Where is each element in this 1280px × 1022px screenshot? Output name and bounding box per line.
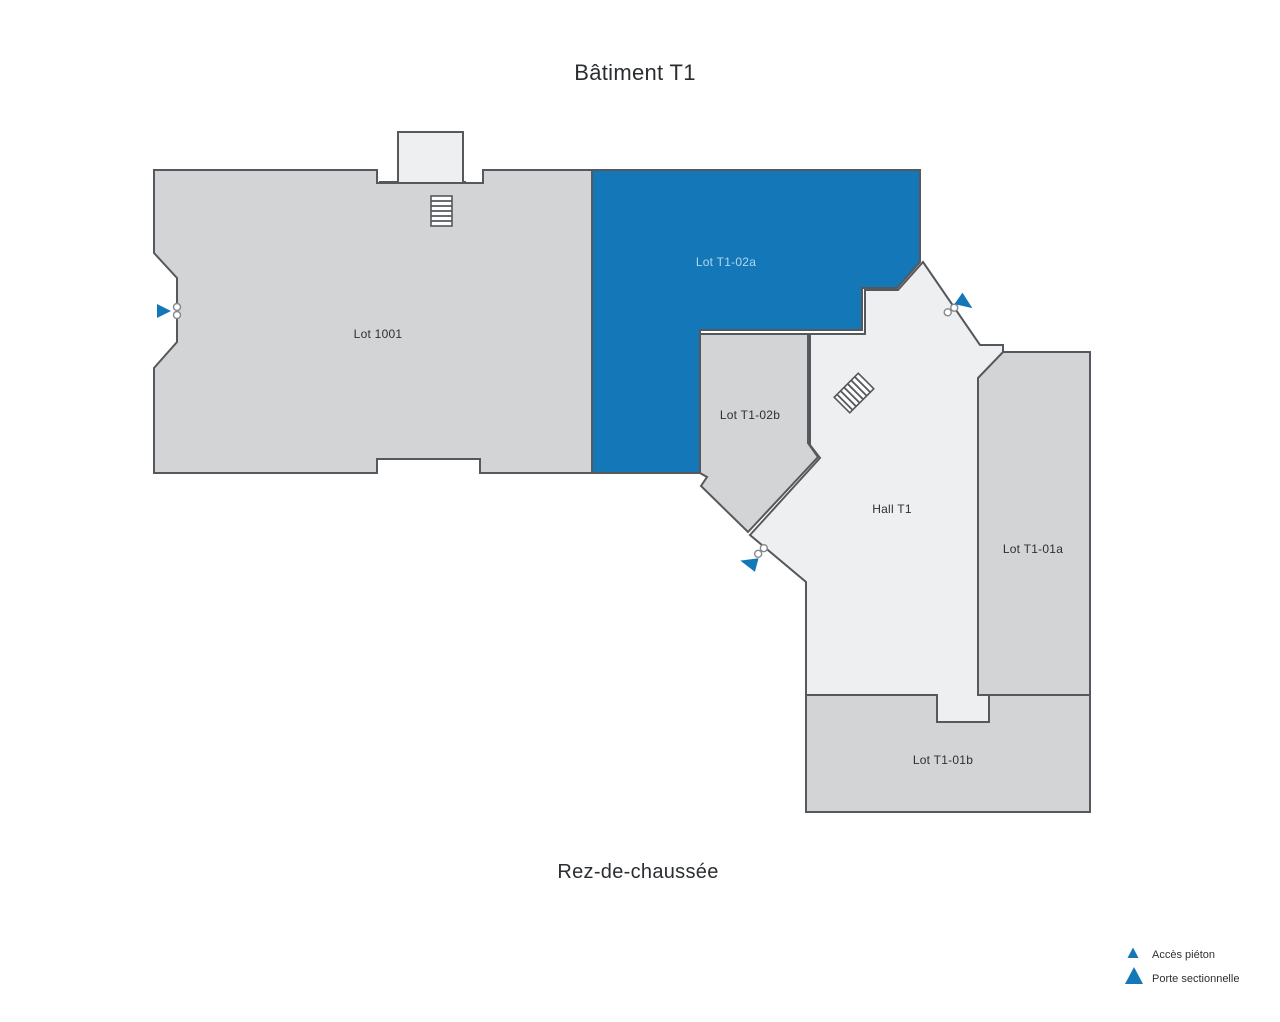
door-icon-top-right bbox=[943, 303, 959, 317]
lot-t1-02b-label: Lot T1-02b bbox=[720, 408, 780, 422]
legend: Accès piéton Porte sectionnelle bbox=[1125, 947, 1239, 985]
pedestrian-access-marker-bottom-left bbox=[740, 558, 759, 572]
lot-t1-01b-region[interactable] bbox=[805, 694, 1091, 813]
lot-1001-region[interactable] bbox=[153, 169, 593, 474]
lot-t1-01a-region[interactable] bbox=[977, 351, 1091, 696]
door-icon-left bbox=[172, 302, 182, 320]
page-title: Bâtiment T1 bbox=[574, 60, 696, 85]
lot-1001-label: Lot 1001 bbox=[354, 327, 403, 341]
lot-t1-02a-region[interactable] bbox=[591, 169, 921, 474]
pedestrian-access-legend-label: Accès piéton bbox=[1152, 949, 1215, 961]
sectional-door-legend-icon bbox=[1125, 967, 1143, 984]
pedestrian-access-marker-left bbox=[157, 304, 171, 318]
pedestrian-access-legend-icon bbox=[1127, 947, 1139, 958]
door-icon-bottom-left bbox=[753, 543, 769, 559]
lot-t1-01b-label: Lot T1-01b bbox=[913, 753, 973, 767]
lot-t1-02b-region[interactable] bbox=[699, 333, 820, 534]
pedestrian-access-marker-top-right bbox=[954, 292, 973, 309]
sectional-door-legend-label: Porte sectionnelle bbox=[1152, 973, 1239, 985]
lot-t1-02a-label: Lot T1-02a bbox=[696, 255, 756, 269]
stairs-icon bbox=[430, 195, 453, 227]
floor-label: Rez-de-chaussée bbox=[557, 861, 718, 883]
hall-t1-label: Hall T1 bbox=[872, 502, 912, 516]
hall-stairs-hatch-icon bbox=[833, 372, 875, 414]
lot-t1-01a-label: Lot T1-01a bbox=[1003, 542, 1063, 556]
